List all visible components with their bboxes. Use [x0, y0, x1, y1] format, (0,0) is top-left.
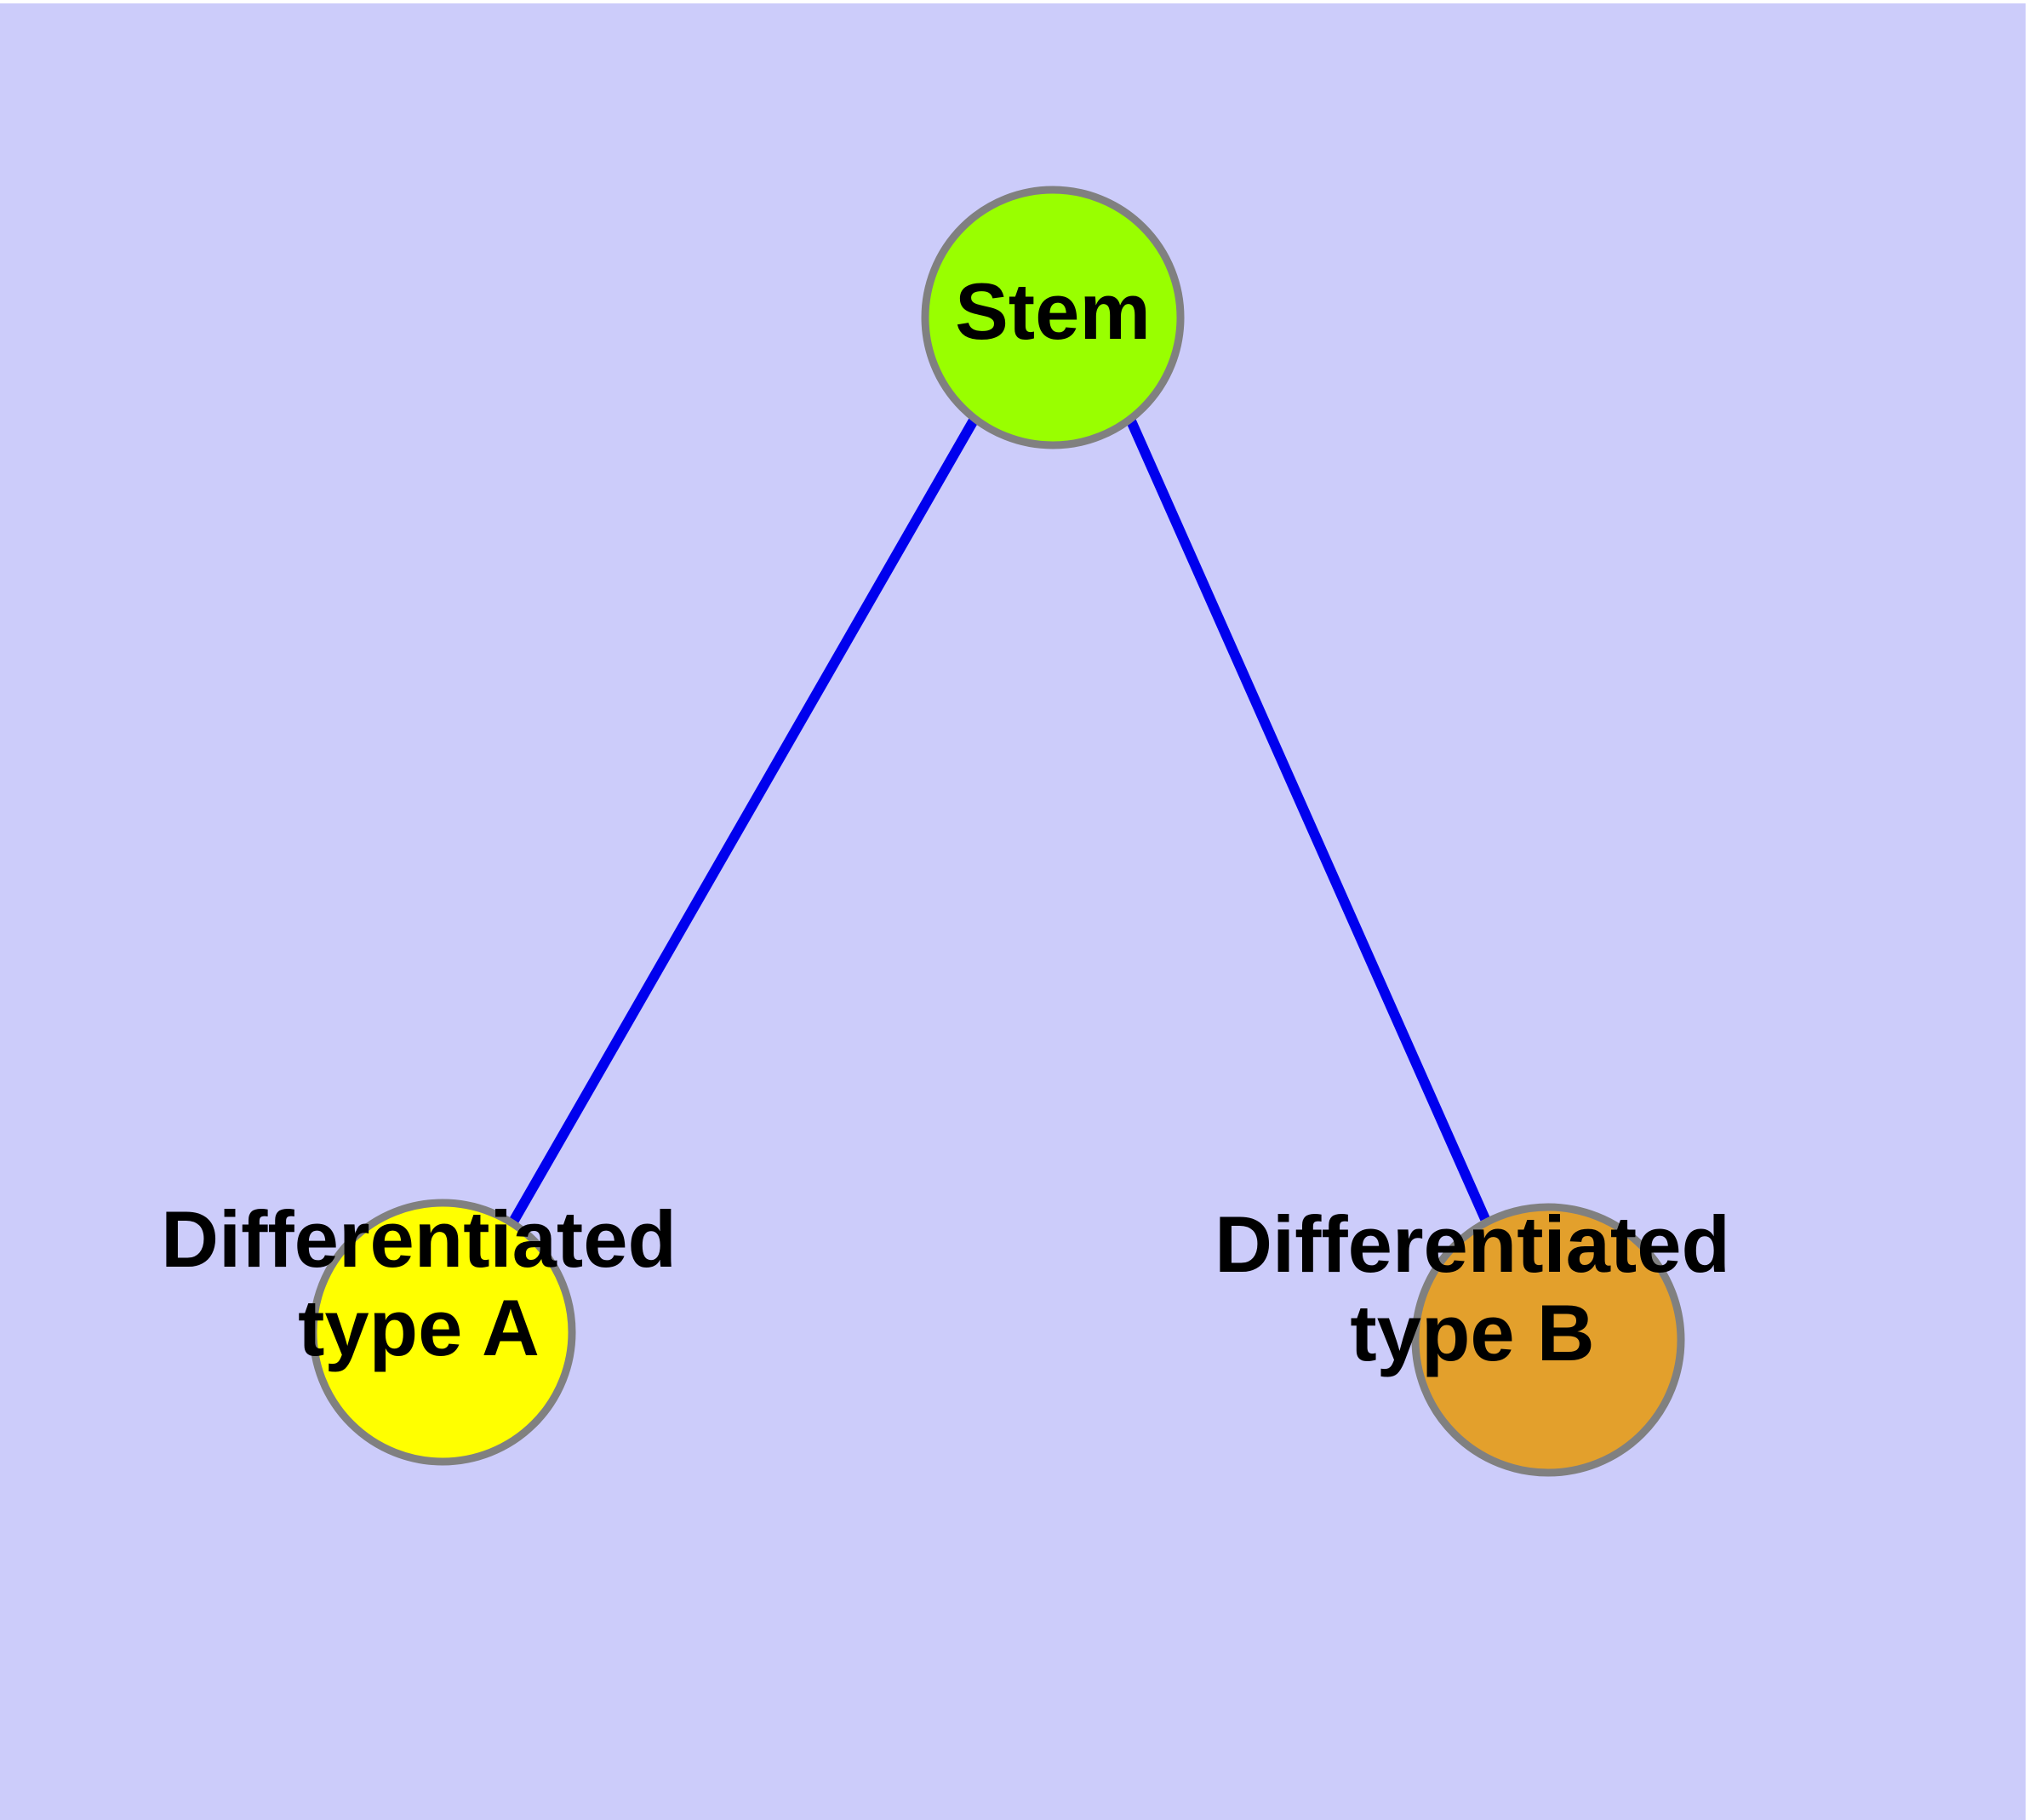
node-label-line: type B — [1350, 1288, 1594, 1377]
node-label-line: type A — [298, 1283, 540, 1372]
edge-stem-to-diff_a — [507, 416, 980, 1226]
node-label-line: Differentiated — [1215, 1199, 1730, 1289]
node-label-line: Differentiated — [161, 1194, 677, 1284]
edges-group — [507, 415, 1490, 1226]
node-label-stem: Stem — [955, 266, 1151, 356]
node-circle-diff_a[interactable] — [309, 1199, 576, 1466]
node-circle-stem[interactable] — [921, 186, 1185, 449]
nodes-group — [309, 186, 1685, 1477]
edge-stem-to-diff_b — [1124, 415, 1490, 1222]
node-circle-diff_b[interactable] — [1411, 1203, 1685, 1477]
node-label-line: Stem — [955, 266, 1151, 356]
